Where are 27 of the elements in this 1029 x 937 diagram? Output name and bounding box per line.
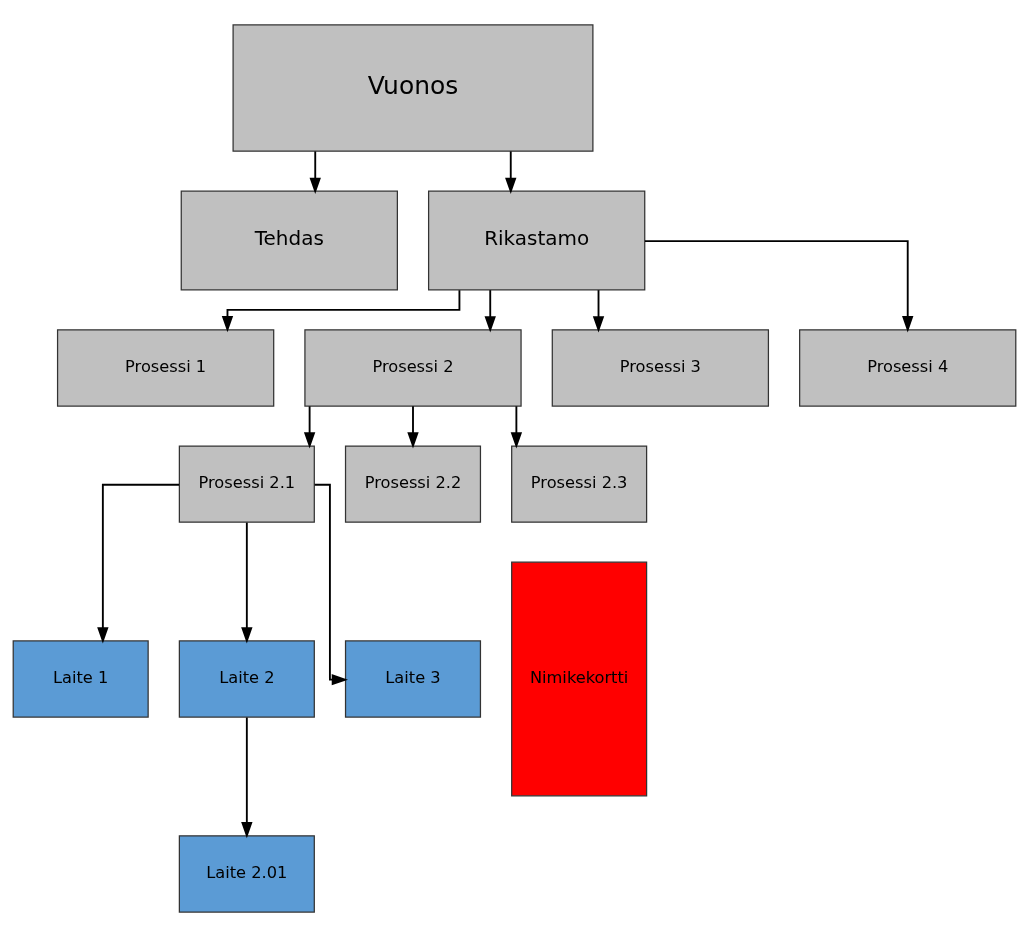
node-box: Prosessi 4 [799,329,1017,407]
node-box: Prosessi 3 [551,329,770,407]
node-box: Prosessi 1 [56,329,275,407]
arrow [592,289,605,333]
node-box: Laite 2.01 [178,835,315,913]
node-box: Prosessi 2 [304,329,522,407]
arrow [484,289,496,333]
arrow [407,405,419,449]
arrow [241,716,253,839]
node-box: Tehdas [180,190,398,291]
node-box: Prosessi 2.2 [344,445,482,523]
node-box: Rikastamo [428,190,646,291]
node-box: Prosessi 2.1 [178,445,315,523]
node-box: Laite 3 [344,640,482,718]
arrow [309,150,321,194]
node-box: Nimikekortti [511,561,648,797]
arrow [303,405,316,449]
arrow [505,150,517,194]
arrow [97,483,180,644]
arrow [241,521,253,644]
node-box: Vuonos [232,24,594,152]
arrow [644,240,914,333]
node-box: Laite 2 [178,640,315,718]
node-box: Prosessi 2.3 [511,445,648,523]
arrow [510,405,523,449]
node-box: Laite 1 [12,640,149,718]
arrow [221,289,461,333]
